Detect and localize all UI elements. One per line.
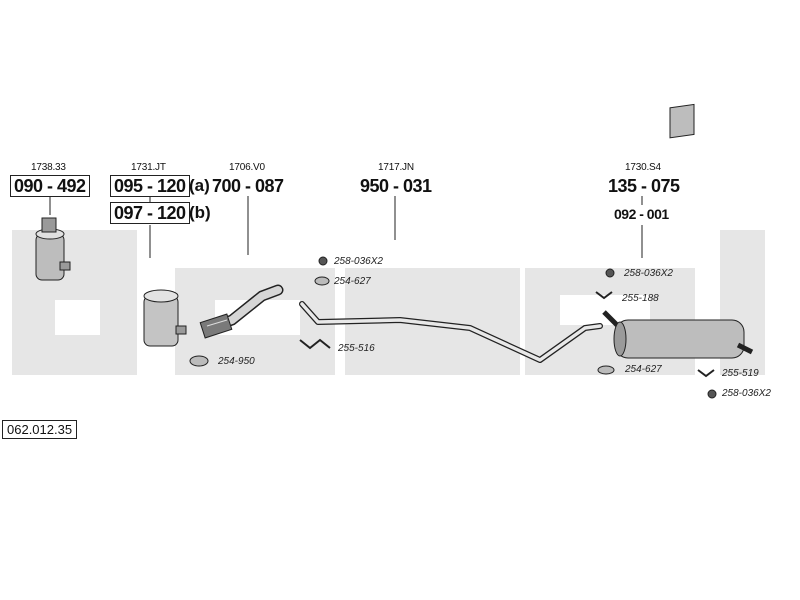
accessory-label: 258-036X2 xyxy=(624,268,673,279)
accessory-label: 254-950 xyxy=(218,356,255,367)
accessory-label: 254-627 xyxy=(334,276,371,287)
part-number-converter: 090 - 492 xyxy=(10,175,90,197)
part-number-front-pipe: 700 - 087 xyxy=(212,176,284,196)
suffix-b: (b) xyxy=(189,203,211,222)
catalytic-converter xyxy=(35,217,71,281)
ref-1738-33: 1738.33 xyxy=(31,162,66,173)
accessory-label: 254-627 xyxy=(625,364,662,375)
part-number-filter-b: 097 - 120 xyxy=(110,202,190,224)
part-number-rear-silencer: 135 - 075 xyxy=(608,176,680,196)
accessory-label: 255-188 xyxy=(622,293,659,304)
ref-1730-s4: 1730.S4 xyxy=(625,162,661,173)
accessory-label: 255-516 xyxy=(338,343,375,354)
part-number-intermediate-pipe: 950 - 031 xyxy=(360,176,432,196)
rear-silencer xyxy=(602,310,754,359)
suffix-a: (a) xyxy=(189,176,210,195)
accessory-icons xyxy=(189,256,717,399)
ref-1706-v0: 1706.V0 xyxy=(229,162,265,173)
accessory-label: 258-036X2 xyxy=(722,388,771,399)
accessory-label: 258-036X2 xyxy=(334,256,383,267)
intermediate-pipe xyxy=(299,301,603,363)
part-number-bracket: 092 - 001 xyxy=(614,206,669,222)
accessory-label: 255-519 xyxy=(722,368,759,379)
ref-1717-jn: 1717.JN xyxy=(378,162,414,173)
ref-1731-jt: 1731.JT xyxy=(131,162,166,173)
part-number-filter-a: 095 - 120 xyxy=(110,175,190,197)
bracket-part xyxy=(669,103,695,139)
leader-lines xyxy=(49,196,643,258)
diagram-code: 062.012.35 xyxy=(2,420,78,439)
particle-filter xyxy=(143,289,187,347)
front-pipe xyxy=(199,284,284,339)
